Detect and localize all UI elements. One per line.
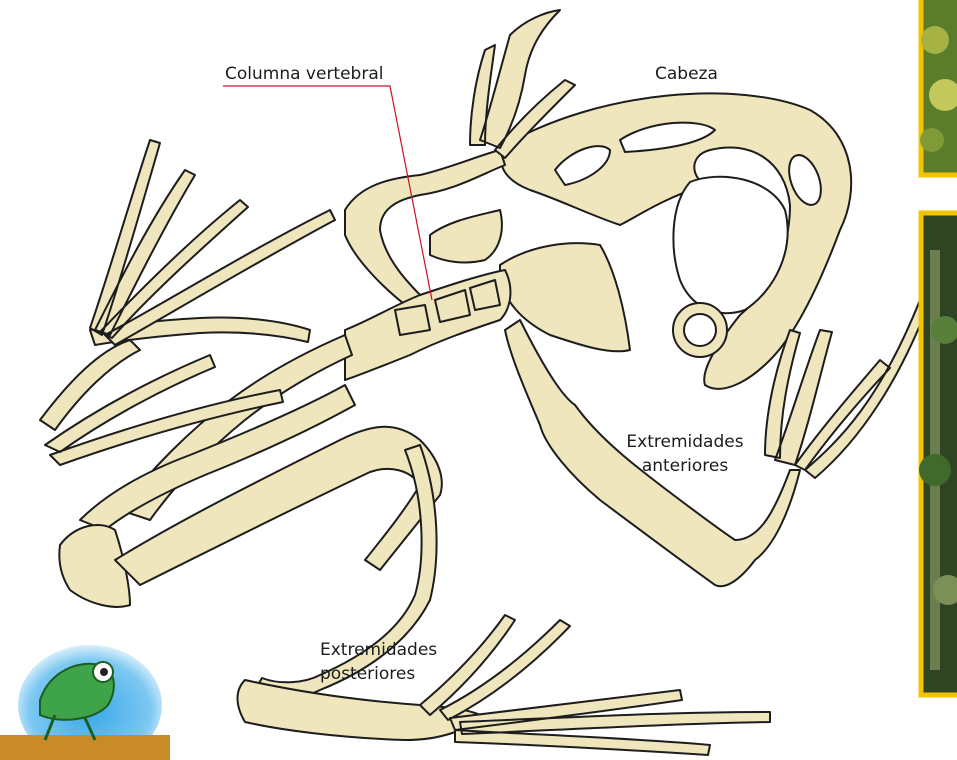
label-extremidades-anteriores-line1: Extremidades — [620, 432, 750, 453]
hindlimb-toes — [420, 615, 770, 755]
hindlimb-tibia — [115, 427, 442, 585]
scapula — [430, 210, 502, 262]
left-foot-digits — [90, 140, 335, 345]
frog-cartoon-icon — [0, 645, 170, 760]
label-extremidades-posteriores-line2: posteriores — [320, 664, 415, 685]
label-columna-vertebral: Columna vertebral — [225, 64, 383, 85]
forest-photo — [919, 213, 957, 695]
label-extremidades-anteriores-line2: anteriores — [620, 456, 750, 477]
moss-photo — [920, 0, 957, 175]
label-cabeza: Cabeza — [655, 64, 718, 85]
hindlimb-knee — [59, 525, 130, 607]
eye-ring-inner — [684, 314, 716, 346]
label-extremidades-posteriores-line1: Extremidades — [320, 640, 437, 661]
